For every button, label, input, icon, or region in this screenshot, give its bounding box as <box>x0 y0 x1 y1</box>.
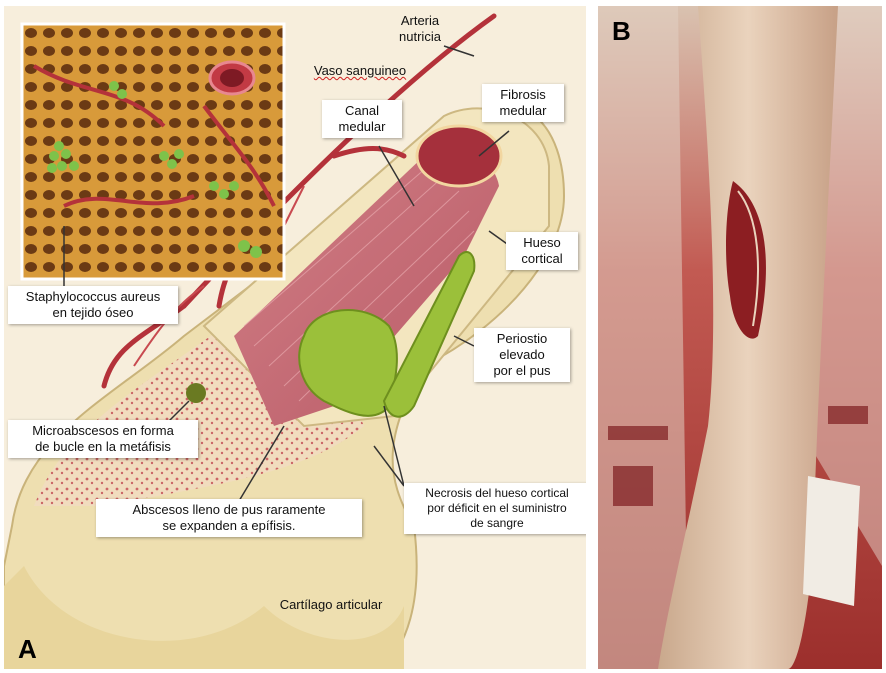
panel-letter-a: A <box>18 634 37 665</box>
label-microabscesos: Microabscesos en forma de bucle en la me… <box>8 420 198 458</box>
label-hueso-cortical: Hueso cortical <box>506 232 578 270</box>
label-staphylococcus: Staphylococcus aureus en tejido óseo <box>8 286 178 324</box>
label-abscesos-pus: Abscesos lleno de pus raramente se expan… <box>96 499 362 537</box>
panel-b-surgical-photo: B <box>598 6 882 669</box>
label-cartilago-articular: Cartílago articular <box>256 594 406 616</box>
microabscess <box>186 383 206 403</box>
gauze <box>803 476 860 606</box>
label-vaso-sanguineo: Vaso sanguineo <box>290 60 430 82</box>
fibrosis-cap <box>417 126 501 186</box>
panel-letter-b: B <box>612 16 631 47</box>
label-arteria-nutricia: Arteria nutricia <box>370 10 470 48</box>
panel-a-illustration: Arteria nutricia Vaso sanguineo Canal me… <box>4 6 586 669</box>
left-tissue <box>598 6 688 669</box>
label-necrosis-cortical: Necrosis del hueso cortical por déficit … <box>404 483 586 534</box>
label-canal-medular: Canal medular <box>322 100 402 138</box>
label-fibrosis-medular: Fibrosis medular <box>482 84 564 122</box>
label-periostio-elevado: Periostio elevado por el pus <box>474 328 570 382</box>
surgical-photo <box>598 6 882 669</box>
vessel-cross-section <box>210 62 254 94</box>
